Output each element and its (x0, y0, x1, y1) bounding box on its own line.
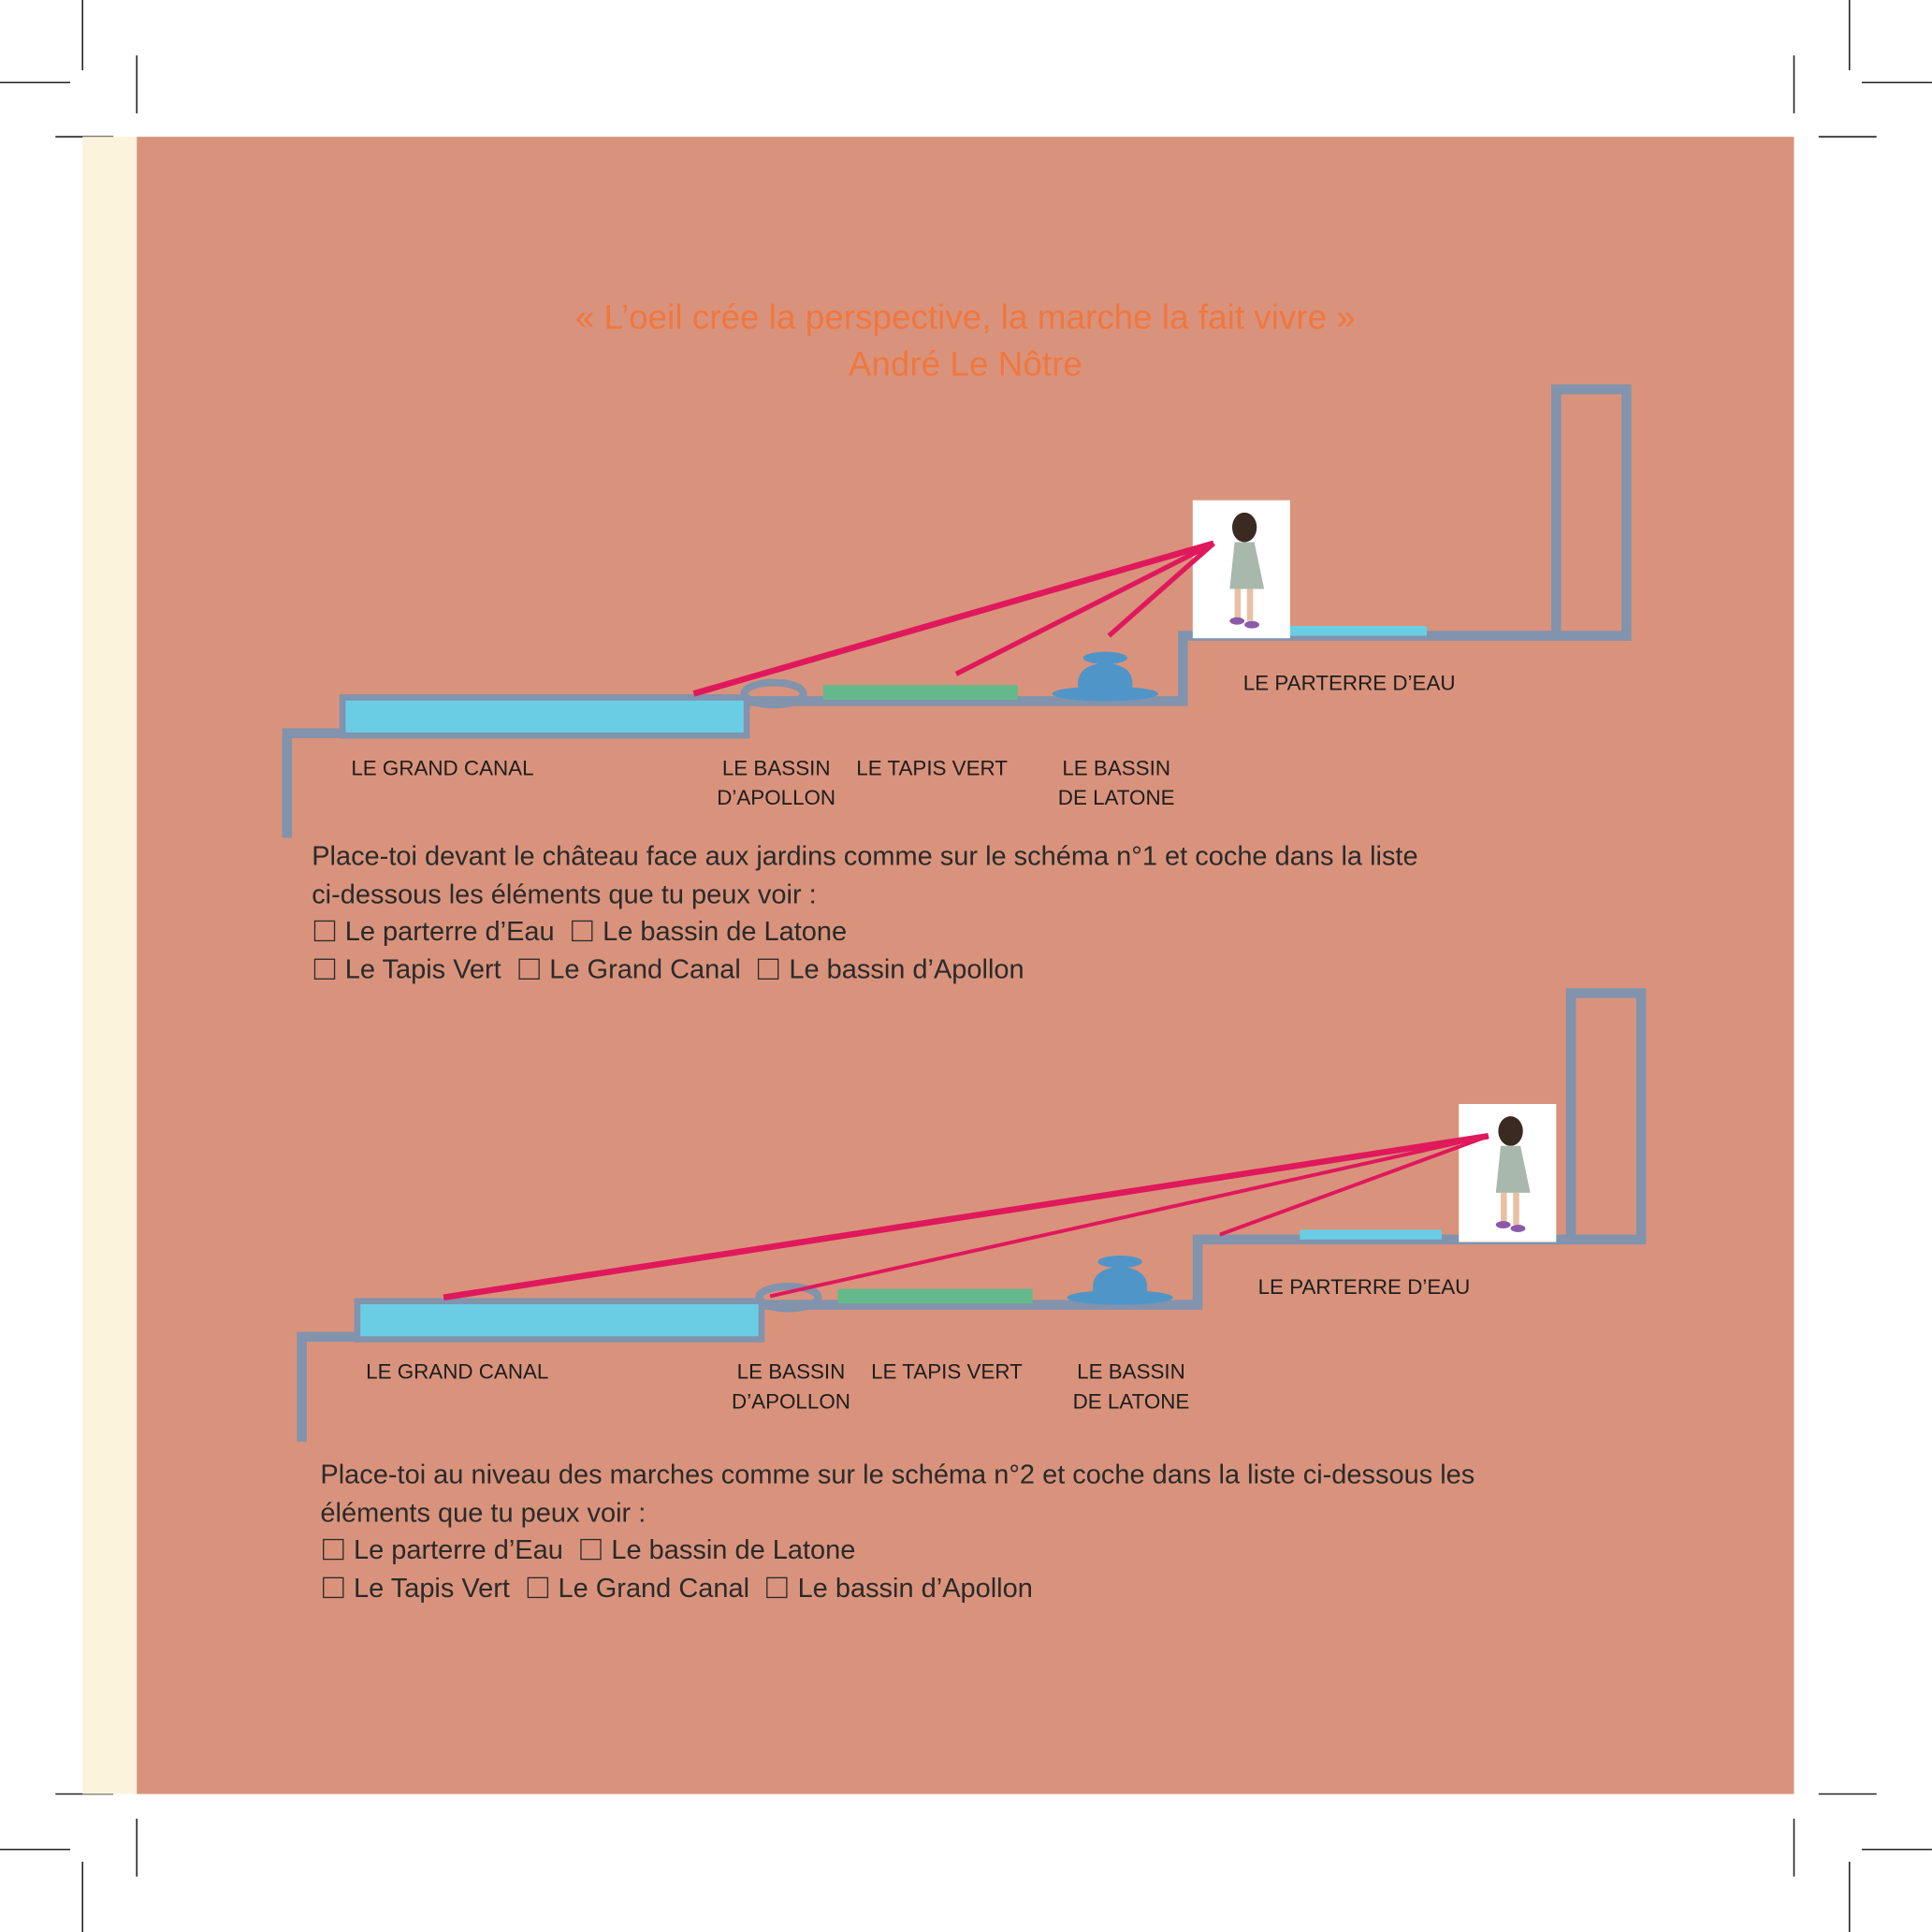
option-label: Le parterre d’Eau (353, 1533, 563, 1565)
option-label: Le bassin de Latone (611, 1533, 856, 1565)
diagram-1: LE GRAND CANAL LE BASSIN D’APOLLON LE TA… (287, 389, 1627, 837)
label-parterre: LE PARTERRE D’EAU (1243, 671, 1456, 694)
label-bassin-latone-2: DE LATONE (1058, 786, 1175, 809)
sightlines-1 (692, 540, 1215, 697)
instruction: Place-toi devant le château face aux jar… (312, 840, 1418, 872)
option-label: Le Grand Canal (549, 952, 741, 984)
option-label: Le Grand Canal (558, 1571, 750, 1603)
exercise-1: Place-toi devant le château face aux jar… (312, 838, 1417, 989)
label-parterre: LE PARTERRE D’EAU (1258, 1275, 1471, 1299)
option-label: Le parterre d’Eau (344, 915, 555, 947)
checkbox-parterre[interactable] (313, 920, 336, 942)
exercise-2: Place-toi au niveau des marches comme su… (320, 1457, 1474, 1607)
label-bassin-latone: LE BASSIN (1077, 1360, 1185, 1384)
instruction: ci-dessous les éléments que tu peux voir… (312, 878, 817, 909)
page-background (137, 137, 1794, 1794)
girl-figure (1192, 500, 1290, 639)
checkbox-latone[interactable] (572, 920, 593, 942)
label-bassin-apollon: LE BASSIN (737, 1360, 846, 1384)
label-bassin-latone: LE BASSIN (1062, 756, 1170, 779)
instruction: éléments que tu peux voir : (320, 1496, 646, 1528)
label-tapis-vert: LE TAPIS VERT (856, 756, 1008, 779)
sightlines-2 (443, 1132, 1489, 1301)
girl-figure (1459, 1103, 1557, 1242)
option-label: Le Tapis Vert (353, 1571, 510, 1603)
margin-strip (82, 137, 138, 1794)
label-grand-canal: LE GRAND CANAL (351, 756, 533, 779)
label-tapis-vert: LE TAPIS VERT (871, 1360, 1023, 1384)
option-label: Le bassin d’Apollon (797, 1571, 1033, 1603)
quote-text: « L’oeil crée la perspective, la marche … (574, 298, 1356, 337)
instruction: Place-toi au niveau des marches comme su… (320, 1459, 1475, 1490)
checkbox-tapis-vert[interactable] (313, 957, 336, 980)
checkbox-latone[interactable] (580, 1538, 602, 1561)
checkbox-apollon[interactable] (766, 1576, 789, 1598)
option-label: Le Tapis Vert (344, 952, 501, 984)
checkbox-grand-canal[interactable] (527, 1576, 548, 1598)
diagram-2: LE GRAND CANAL LE BASSIN D’APOLLON LE TA… (302, 993, 1642, 1441)
label-bassin-latone-2: DE LATONE (1073, 1389, 1190, 1413)
checkbox-grand-canal[interactable] (518, 957, 540, 980)
label-grand-canal: LE GRAND CANAL (366, 1360, 548, 1384)
label-bassin-apollon-2: D’APOLLON (717, 786, 835, 809)
label-bassin-apollon: LE BASSIN (722, 756, 831, 779)
label-bassin-apollon-2: D’APOLLON (732, 1389, 850, 1413)
option-label: Le bassin d’Apollon (789, 952, 1024, 984)
checkbox-parterre[interactable] (323, 1538, 344, 1561)
checkbox-tapis-vert[interactable] (323, 1576, 344, 1598)
checkbox-apollon[interactable] (758, 957, 779, 980)
option-label: Le bassin de Latone (603, 915, 848, 947)
quote-author: André Le Nôtre (848, 344, 1082, 384)
